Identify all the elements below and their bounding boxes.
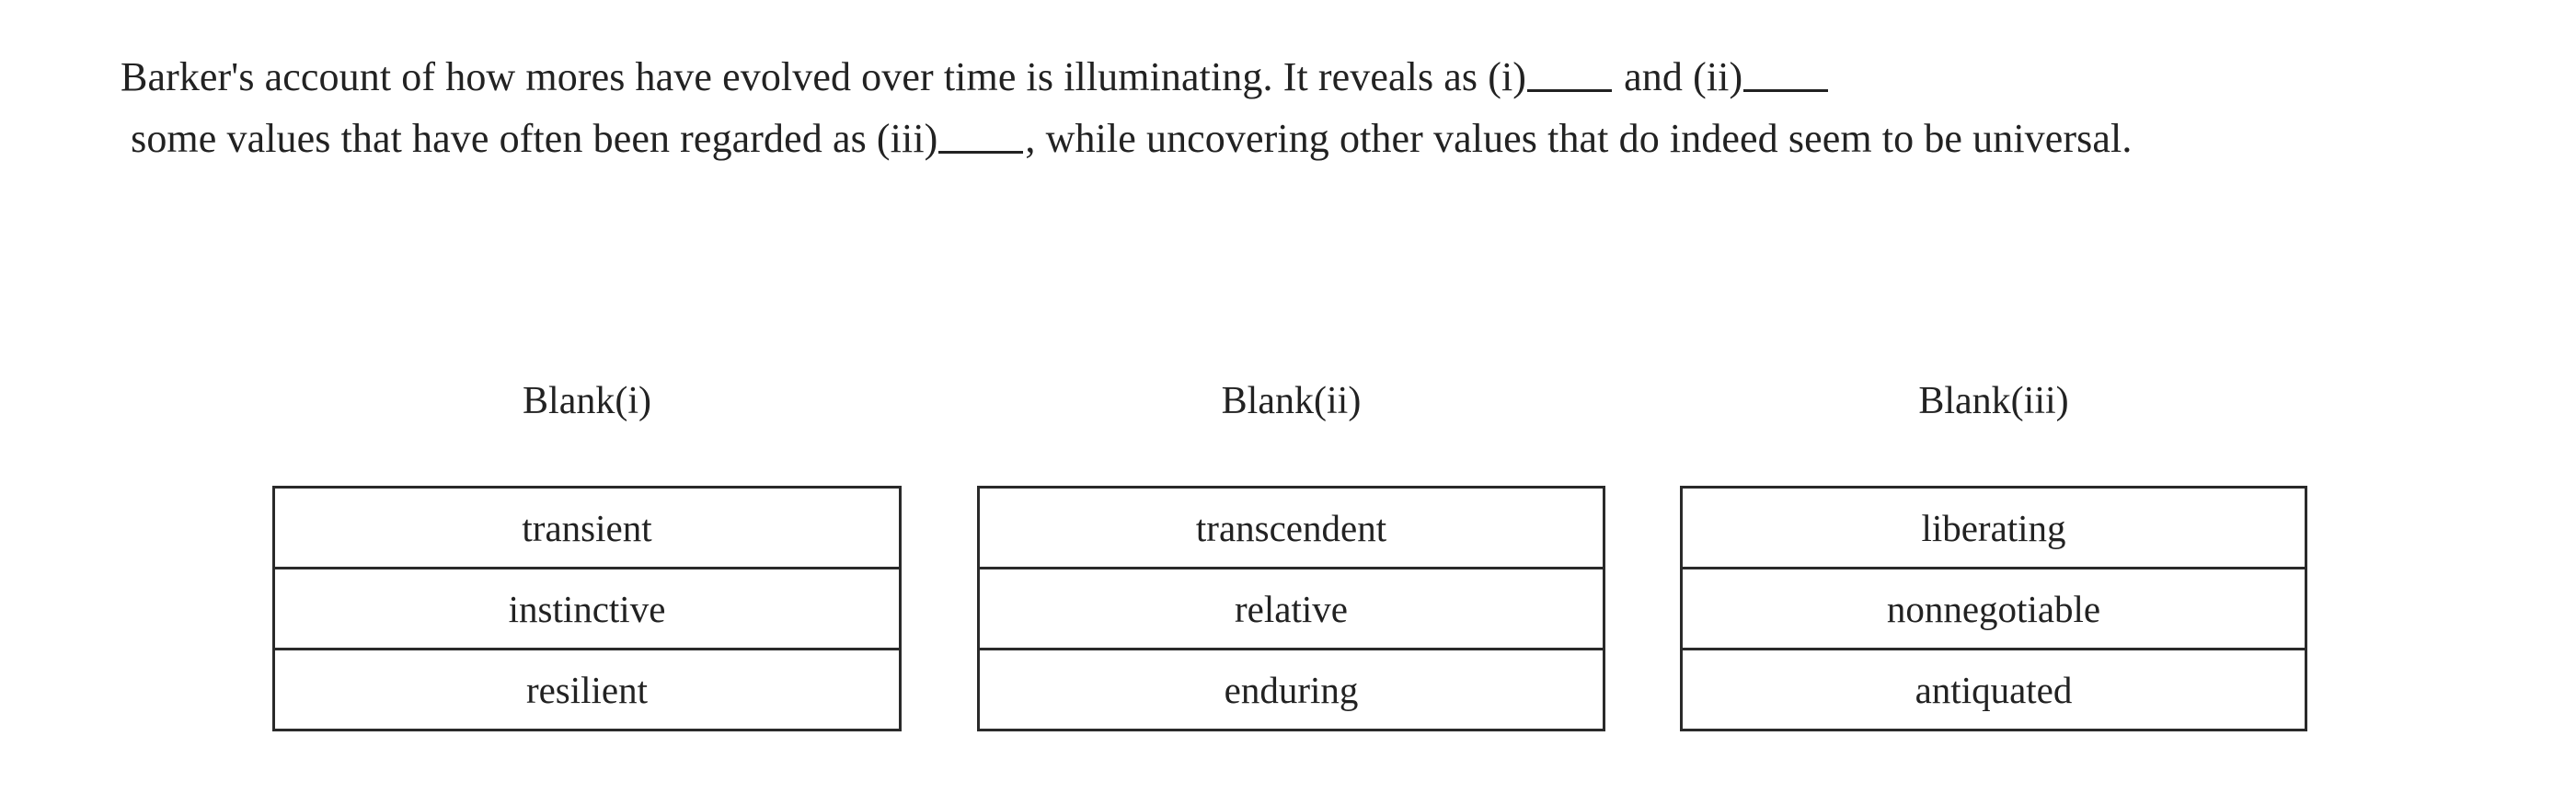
blank-ii-underline	[1743, 89, 1829, 92]
passage-segment-2: and (ii)	[1614, 54, 1743, 99]
blank-i-underline	[1527, 89, 1613, 92]
table-row: instinctive	[272, 567, 902, 650]
table-row: liberating	[1680, 486, 2307, 569]
blank-group-ii: Blank(ii) transcendent relative enduring	[977, 377, 1605, 731]
blank-i-option-table: transient instinctive resilient	[272, 486, 902, 731]
passage-segment-1: Barker's account of how mores have evolv…	[121, 54, 1527, 99]
option-iii-1[interactable]: liberating	[1680, 486, 2307, 569]
blank-i-header: Blank(i)	[523, 380, 651, 422]
passage-segment-3: some values that have often been regarde…	[121, 116, 938, 161]
blank-iii-header: Blank(iii)	[1918, 380, 2069, 422]
table-row: transcendent	[977, 486, 1605, 569]
blank-ii-option-table: transcendent relative enduring	[977, 486, 1605, 731]
option-iii-2[interactable]: nonnegotiable	[1680, 567, 2307, 650]
option-ii-1[interactable]: transcendent	[977, 486, 1605, 569]
table-row: resilient	[272, 648, 902, 731]
option-ii-3[interactable]: enduring	[977, 648, 1605, 731]
option-i-1[interactable]: transient	[272, 486, 902, 569]
table-row: transient	[272, 486, 902, 569]
blank-iii-underline	[938, 151, 1024, 154]
table-row: nonnegotiable	[1680, 567, 2307, 650]
table-row: enduring	[977, 648, 1605, 731]
option-ii-2[interactable]: relative	[977, 567, 1605, 650]
option-i-3[interactable]: resilient	[272, 648, 902, 731]
table-row: relative	[977, 567, 1605, 650]
table-row: antiquated	[1680, 648, 2307, 731]
passage-text: Barker's account of how mores have evolv…	[121, 46, 2476, 169]
passage-segment-4: , while uncovering other values that do …	[1025, 116, 2133, 161]
blank-group-i: Blank(i) transient instinctive resilient	[272, 377, 902, 731]
option-iii-3[interactable]: antiquated	[1680, 648, 2307, 731]
blank-group-iii: Blank(iii) liberating nonnegotiable anti…	[1680, 377, 2307, 731]
blank-ii-header: Blank(ii)	[1221, 380, 1362, 422]
blank-iii-option-table: liberating nonnegotiable antiquated	[1680, 486, 2307, 731]
option-i-2[interactable]: instinctive	[272, 567, 902, 650]
